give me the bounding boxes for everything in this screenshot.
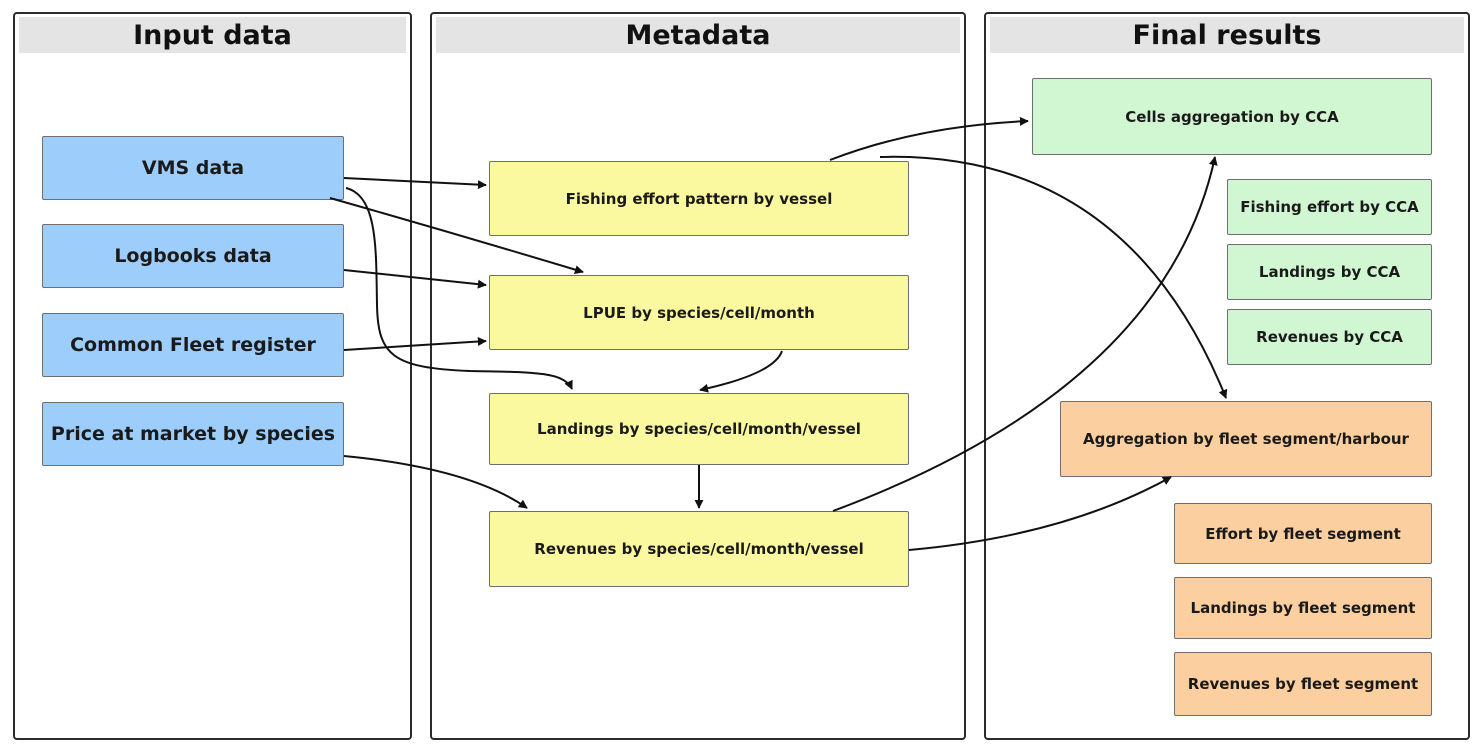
common-fleet-register-box: Common Fleet register [42, 313, 344, 377]
metadata-panel: Metadata [430, 12, 966, 740]
final-results-title: Final results [990, 17, 1464, 53]
logbooks-data-box: Logbooks data [42, 224, 344, 288]
cells-aggregation-box: Cells aggregation by CCA [1032, 78, 1432, 155]
landings-fleet-segment-box: Landings by fleet segment [1174, 577, 1432, 639]
vms-data-box: VMS data [42, 136, 344, 200]
fleet-aggregation-box: Aggregation by fleet segment/harbour [1060, 401, 1432, 477]
landings-cca-box: Landings by CCA [1227, 244, 1432, 300]
revenues-fleet-segment-box: Revenues by fleet segment [1174, 652, 1432, 716]
lpue-box: LPUE by species/cell/month [489, 275, 909, 350]
metadata-title: Metadata [436, 17, 960, 53]
fishing-effort-pattern-box: Fishing effort pattern by vessel [489, 161, 909, 236]
price-at-market-box: Price at market by species [42, 402, 344, 466]
revenues-cca-box: Revenues by CCA [1227, 309, 1432, 365]
effort-fleet-segment-box: Effort by fleet segment [1174, 503, 1432, 564]
fishing-effort-cca-box: Fishing effort by CCA [1227, 179, 1432, 235]
landings-metadata-box: Landings by species/cell/month/vessel [489, 393, 909, 465]
revenues-metadata-box: Revenues by species/cell/month/vessel [489, 511, 909, 587]
input-data-title: Input data [19, 17, 406, 53]
